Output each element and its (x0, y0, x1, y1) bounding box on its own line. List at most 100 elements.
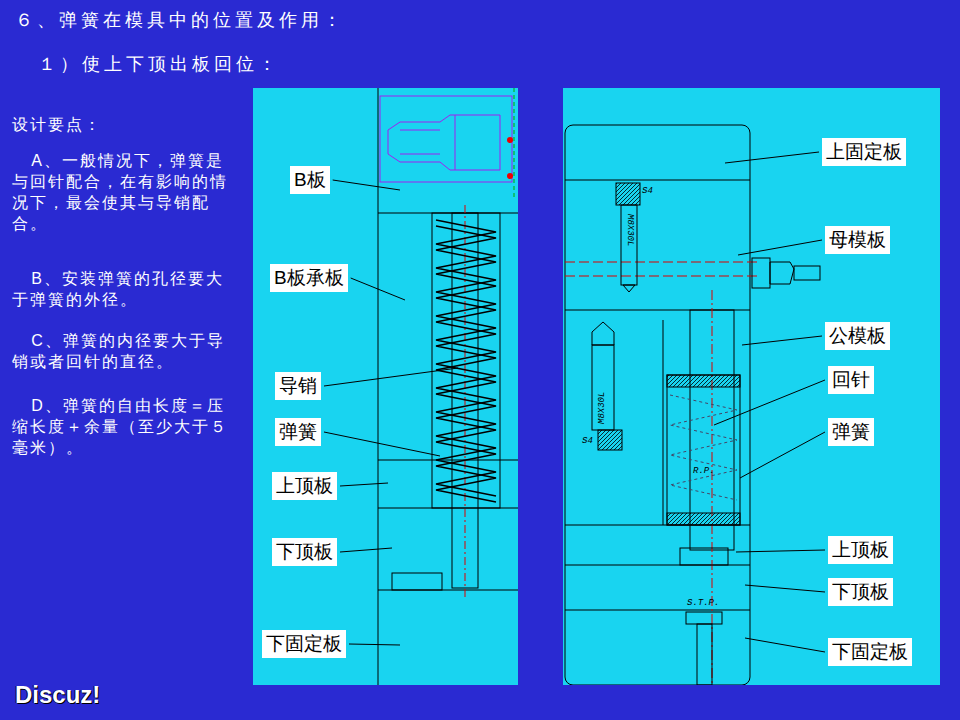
drawing-rect (380, 96, 512, 182)
notes-heading: 设计要点： (12, 114, 102, 135)
screw-upper (616, 183, 640, 292)
drawing-polyline (436, 220, 496, 496)
right-panel (563, 88, 940, 685)
drawing-line (340, 483, 388, 486)
part-label-box: 母模板 (825, 226, 890, 254)
part-label-box: 导销 (275, 372, 321, 400)
part-label-box: 下顶板 (272, 538, 337, 566)
design-note: A、一般情况下，弹簧是与回针配合，在有影响的情况下，最会使其与导销配合。 (12, 150, 232, 234)
part-label-box: 弹簧 (275, 418, 321, 446)
drawing-line (736, 550, 825, 552)
drawing-rect (794, 266, 820, 280)
drawing-line (351, 278, 405, 300)
part-name: 上固定板 (826, 141, 902, 162)
part-label-box: B板承板 (270, 264, 348, 292)
drawing-line (742, 336, 822, 345)
part-name: 弹簧 (279, 421, 317, 442)
page-title: ６、弹簧在模具中的位置及作用： (15, 8, 345, 32)
drawing-rect (392, 573, 442, 590)
part-label-box: 下固定板 (262, 630, 346, 658)
part-label-box: 下顶板 (828, 578, 893, 606)
drawing-line (740, 432, 825, 478)
drawing-line (565, 262, 760, 263)
drawing-line (340, 548, 392, 552)
sprue-nozzle (380, 96, 512, 182)
design-note: C、弹簧的内径要大于导销或者回针的直径。 (12, 330, 232, 372)
drawing-rect (592, 345, 614, 430)
part-name: 公模板 (829, 325, 886, 346)
sub-title: １）使上下顶出板回位： (38, 52, 280, 76)
drawing-line (465, 205, 466, 600)
part-code: S.T.P. (687, 598, 719, 609)
part-name: 上顶板 (832, 539, 889, 560)
left-mold-drawing (378, 88, 518, 685)
part-label-box: 回针 (828, 366, 874, 394)
drawing-rect (598, 430, 622, 450)
part-name: 导销 (279, 375, 317, 396)
drawing-circle (507, 173, 513, 179)
drawing-line (349, 644, 400, 645)
drawing-line (400, 130, 440, 131)
drawing-rect (616, 183, 640, 205)
part-name: 下固定板 (832, 641, 908, 662)
leader-lines (324, 152, 825, 652)
drawing-line (400, 154, 440, 155)
part-name: 母模板 (829, 229, 886, 250)
part-name: 回针 (832, 369, 870, 390)
part-label-box: 上顶板 (828, 536, 893, 564)
drawing-rect (697, 624, 712, 685)
drawing-circle (507, 137, 513, 143)
part-label-box: 上顶板 (272, 472, 337, 500)
drawing-line (565, 180, 750, 181)
part-name: B板承板 (274, 267, 344, 288)
drawing-polygon (623, 285, 635, 292)
part-label-box: B板 (290, 166, 330, 194)
part-name: 上顶板 (276, 475, 333, 496)
drawing-polygon (388, 115, 500, 170)
part-label-box: 下固定板 (828, 638, 912, 666)
drawing-rect (432, 213, 500, 508)
part-label-box: 公模板 (825, 322, 890, 350)
drawing-rect (565, 125, 750, 685)
stop-pin (686, 612, 722, 685)
drawing-line (745, 638, 825, 652)
drawing-line (725, 152, 819, 163)
return-pin-spring (667, 375, 740, 525)
left-panel (253, 88, 518, 685)
drawing-polygon (770, 262, 794, 284)
watermark: Discuz! (15, 680, 100, 710)
drawing-line (514, 88, 515, 200)
drawing-polygon (592, 322, 614, 345)
screw-code: S4 (582, 436, 593, 447)
drawing-line (324, 368, 458, 386)
design-note: D、弹簧的自由长度＝压缩长度＋余量（至少大于５毫米）。 (12, 395, 232, 458)
drawing-line (565, 276, 760, 277)
screw-spec: M8X30L (624, 214, 635, 246)
part-label-box: 弹簧 (828, 418, 874, 446)
drawing-rect (667, 375, 740, 387)
part-name: 下固定板 (266, 633, 342, 654)
drawing-line (745, 585, 825, 592)
drawing-polyline (670, 395, 737, 500)
drawing-line (378, 460, 518, 461)
screw-spec: M8X30L (597, 392, 608, 424)
drawing-rect (686, 612, 722, 624)
drawing-line (714, 380, 825, 425)
screw-code: S4 (642, 186, 653, 197)
part-label-box: 上固定板 (822, 138, 906, 166)
cooling-connector (752, 258, 820, 288)
drawing-rect (667, 375, 740, 525)
drawing-line (738, 240, 822, 255)
drawing-line (333, 180, 400, 190)
design-note: B、安装弹簧的孔径要大于弹簧的外径。 (12, 268, 232, 310)
drawing-rect (752, 258, 770, 288)
drawing-rect (680, 548, 728, 565)
drawing-line (324, 432, 440, 456)
screw-lower (592, 322, 622, 450)
drawing-line (455, 115, 456, 170)
part-name: 下顶板 (276, 541, 333, 562)
part-name: 弹簧 (832, 421, 870, 442)
drawing-line (663, 320, 664, 525)
drawing-rect (621, 205, 637, 285)
drawing-line (378, 88, 379, 685)
